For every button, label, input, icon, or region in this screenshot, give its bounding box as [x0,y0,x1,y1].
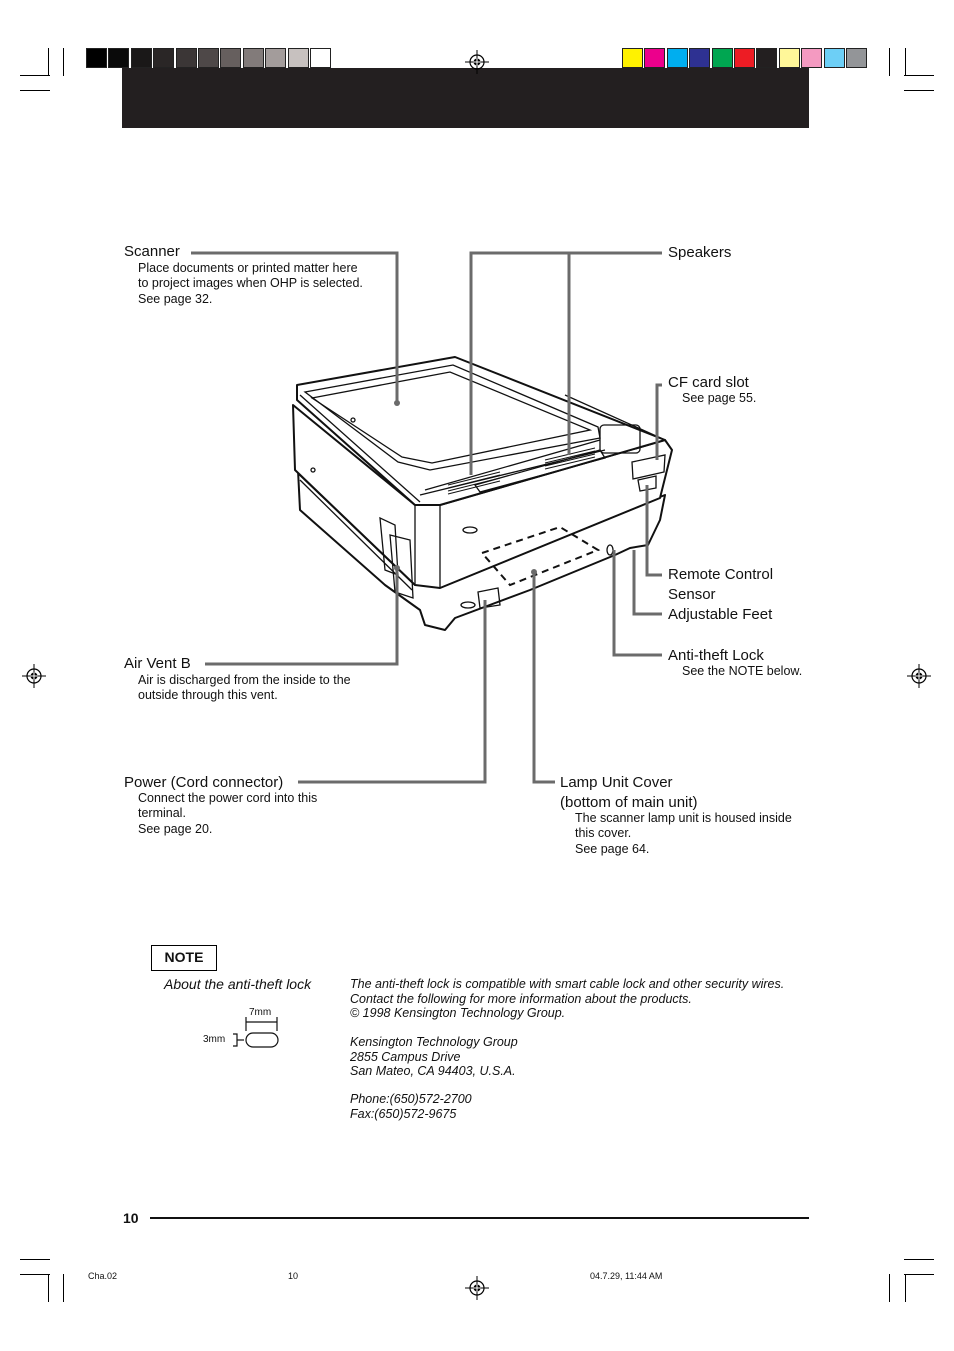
air-vent-b-description: Air is discharged from the inside to the… [138,673,351,704]
color-swatch [287,48,309,68]
color-swatch [689,48,711,68]
slug-timestamp: 04.7.29, 11:44 AM [590,1271,663,1281]
slug-page: 10 [288,1271,299,1281]
color-swatch [622,48,643,68]
description-line: The scanner lamp unit is housed inside [575,811,792,825]
description-line: Place documents or printed matter here [138,261,358,275]
lamp-unit-cover-sublabel: (bottom of main unit) [560,794,698,811]
leader-endpoints [394,400,537,575]
description-line: See page 64. [575,841,650,856]
leader-lines [191,251,662,784]
color-swatch [242,48,264,68]
address-line: 2855 Campus Drive [350,1049,461,1064]
crop-mark [48,48,49,76]
lamp-unit-cover-description: The scanner lamp unit is housed inside t… [575,811,792,857]
address-line: San Mateo, CA 94403, U.S.A. [350,1064,516,1078]
color-swatch [86,48,107,68]
color-swatch [666,48,688,68]
color-swatch [265,48,287,68]
projector-details [299,364,666,609]
note-body-line: The anti-theft lock is compatible with s… [350,977,785,991]
page-number: 10 [123,1210,139,1226]
lamp-cover-outline [480,525,601,587]
slot-width-dimension: 7mm [249,1007,272,1018]
crop-mark [48,1274,49,1302]
color-swatch [801,48,823,68]
cf-card-slot-description: See page 55. [682,391,756,406]
crop-mark [63,1274,64,1302]
crop-mark [905,1274,906,1302]
scanner-label: Scanner [124,243,180,260]
color-swatch [644,48,666,68]
registration-mark-icon [21,663,47,689]
color-swatch [175,48,197,68]
anti-theft-lock-description: See the NOTE below. [682,664,802,679]
address-line: Kensington Technology Group [350,1035,518,1049]
remote-control-sensor-label: Remote Control [668,566,774,583]
description-line: to project images when OHP is selected. [138,276,363,291]
registration-mark-icon [464,1275,490,1301]
color-swatch [711,48,733,68]
footer-rule [150,1217,809,1219]
note-body-line: © 1998 Kensington Technology Group. [350,1006,566,1020]
cf-card-slot-label: CF card slot [668,374,749,391]
contact-line: Phone:(650)572-2700 [350,1092,472,1106]
registration-mark-icon [464,49,490,75]
description-line: See page 20. [138,821,213,836]
color-swatch [108,48,130,68]
note-address: Kensington Technology Group 2855 Campus … [350,1035,518,1079]
power-connector-label: Power (Cord connector) [124,774,284,791]
anti-theft-slot-diagram [233,1017,279,1048]
crop-mark [20,1259,50,1260]
description-line: See page 32. [138,291,213,306]
color-swatch [778,48,800,68]
header-band [122,68,809,128]
description-line: Air is discharged from the inside to the [138,673,351,687]
contact-line: Fax:(650)572-9675 [350,1106,457,1121]
speakers-label: Speakers [668,244,732,261]
slug-chapter: Cha.02 [88,1271,118,1281]
note-heading: About the anti-theft lock [164,976,312,992]
note-body: The anti-theft lock is compatible with s… [350,977,784,1021]
description-line: outside through this vent. [138,688,278,703]
note-body-line: Contact the following for more informati… [350,991,692,1006]
crop-mark [20,75,50,76]
crop-mark [20,1274,50,1275]
color-swatch [823,48,845,68]
crop-mark [904,1274,934,1275]
description-line: terminal. [138,806,186,821]
description-line: Connect the power cord into this [138,791,318,805]
crop-mark [20,90,50,91]
description-line: See page 55. [682,391,757,405]
color-swatch [153,48,175,68]
color-swatch [756,48,778,68]
crop-mark [904,90,934,91]
color-swatch [846,48,867,68]
color-swatch [220,48,242,68]
power-connector-description: Connect the power cord into this termina… [138,791,317,837]
color-swatch [734,48,755,68]
scanner-description: Place documents or printed matter here t… [138,261,363,307]
remote-control-sensor-label-line2: Sensor [668,586,716,603]
color-swatch [130,48,152,68]
note-contact: Phone:(650)572-2700 Fax:(650)572-9675 [350,1092,472,1121]
anti-theft-lock-label: Anti-theft Lock [668,647,764,664]
adjustable-feet-label: Adjustable Feet [668,606,773,623]
slot-height-dimension: 3mm [203,1034,226,1045]
description-line: See the NOTE below. [682,664,803,678]
air-vent-b-label: Air Vent B [124,655,191,672]
color-swatch [310,48,331,68]
description-line: this cover. [575,826,632,841]
crop-mark [889,1274,890,1302]
note-badge: NOTE [151,945,217,971]
crop-mark [905,48,906,76]
color-swatch [198,48,219,68]
crop-mark [904,75,934,76]
registration-mark-icon [906,663,932,689]
crop-mark [63,48,64,76]
crop-mark [889,48,890,76]
lamp-unit-cover-label: Lamp Unit Cover [560,774,673,791]
crop-mark [904,1259,934,1260]
